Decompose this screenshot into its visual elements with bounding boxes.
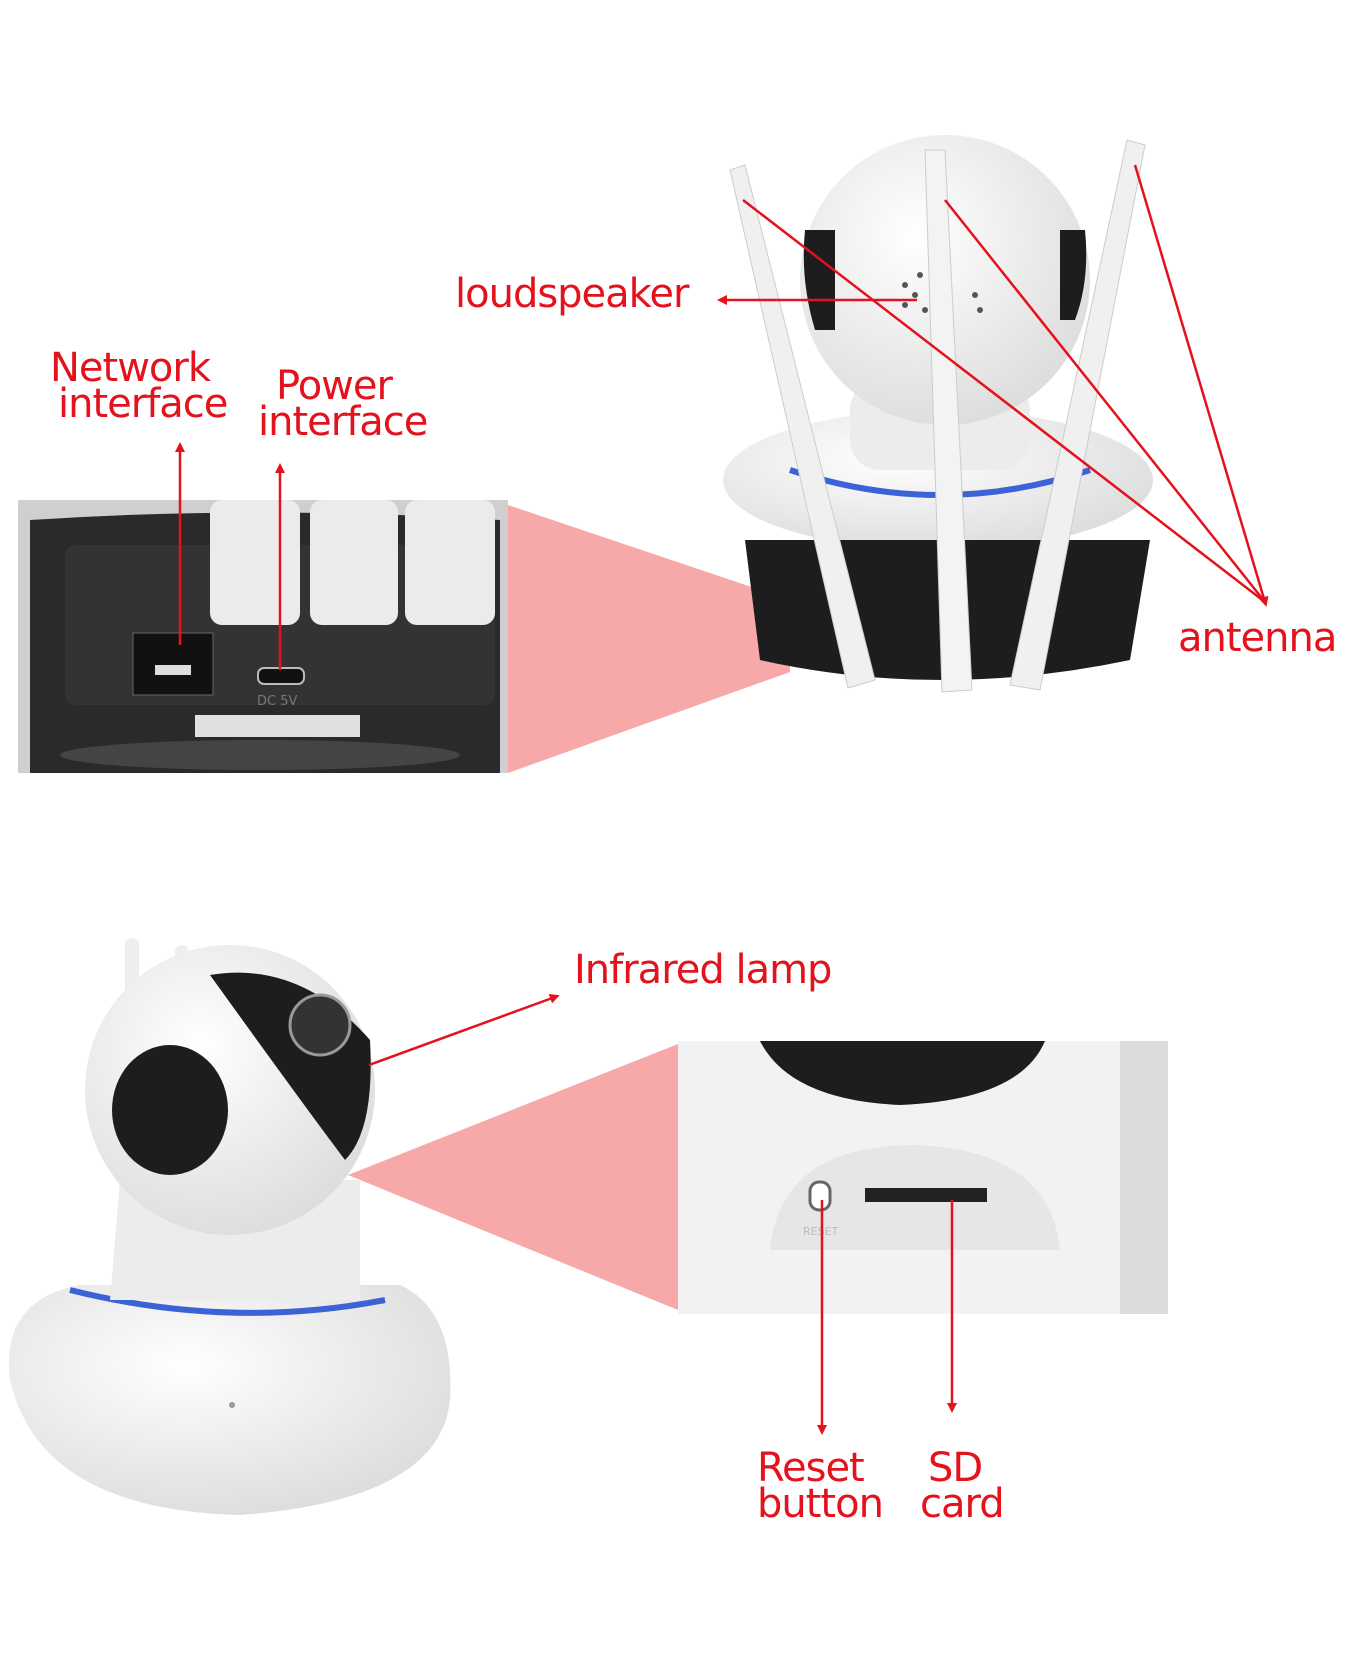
antenna bbox=[729, 164, 876, 689]
sd-label-line1: SD bbox=[928, 1445, 983, 1491]
antenna bbox=[924, 149, 973, 693]
infrared-lamp-label: Infrared lamp bbox=[574, 947, 832, 993]
reset-hole bbox=[808, 1180, 832, 1212]
antenna bbox=[1009, 139, 1146, 691]
power-label-line2: interface bbox=[258, 399, 428, 445]
sd-label-line2: card bbox=[920, 1481, 1005, 1527]
rear-ports-inset: DC 5V bbox=[18, 500, 508, 773]
top-annotation-lines bbox=[175, 164, 1269, 670]
power-port-marking: DC 5V bbox=[257, 694, 297, 709]
antenna-base bbox=[310, 500, 398, 625]
antenna-line bbox=[742, 199, 1266, 603]
antenna-base bbox=[405, 500, 495, 625]
antenna-label: antenna bbox=[1178, 615, 1337, 661]
camera-rear-view bbox=[723, 135, 1153, 693]
ethernet-port bbox=[132, 632, 214, 696]
camera-front-view bbox=[8, 938, 451, 1515]
sd-card-label: SD card bbox=[920, 1445, 1005, 1527]
power-label-line1: Power bbox=[276, 363, 393, 409]
network-interface-label: Network interface bbox=[50, 345, 228, 427]
loudspeaker-label: loudspeaker bbox=[455, 271, 689, 317]
power-interface-label: Power interface bbox=[258, 363, 428, 445]
network-label-line1: Network bbox=[50, 345, 211, 391]
network-label-line2: interface bbox=[58, 381, 228, 427]
infrared-lamp-arrow bbox=[368, 994, 560, 1067]
sd-slot bbox=[865, 1188, 987, 1202]
bottom-annotation-lines bbox=[368, 994, 957, 1435]
reset-sd-inset: RESET bbox=[678, 1041, 1168, 1314]
speaker-grille bbox=[902, 272, 983, 313]
antenna-arrow bbox=[1133, 164, 1269, 607]
reset-button-label: Reset button bbox=[757, 1445, 884, 1527]
antenna-line bbox=[944, 199, 1266, 603]
antenna-base bbox=[210, 500, 300, 625]
reset-label-line1: Reset bbox=[757, 1445, 865, 1491]
reset-label-line2: button bbox=[757, 1481, 884, 1527]
zoom-highlight-bottom bbox=[348, 1044, 678, 1310]
zoom-highlight-top bbox=[508, 505, 790, 773]
micro-usb-port bbox=[257, 667, 305, 685]
